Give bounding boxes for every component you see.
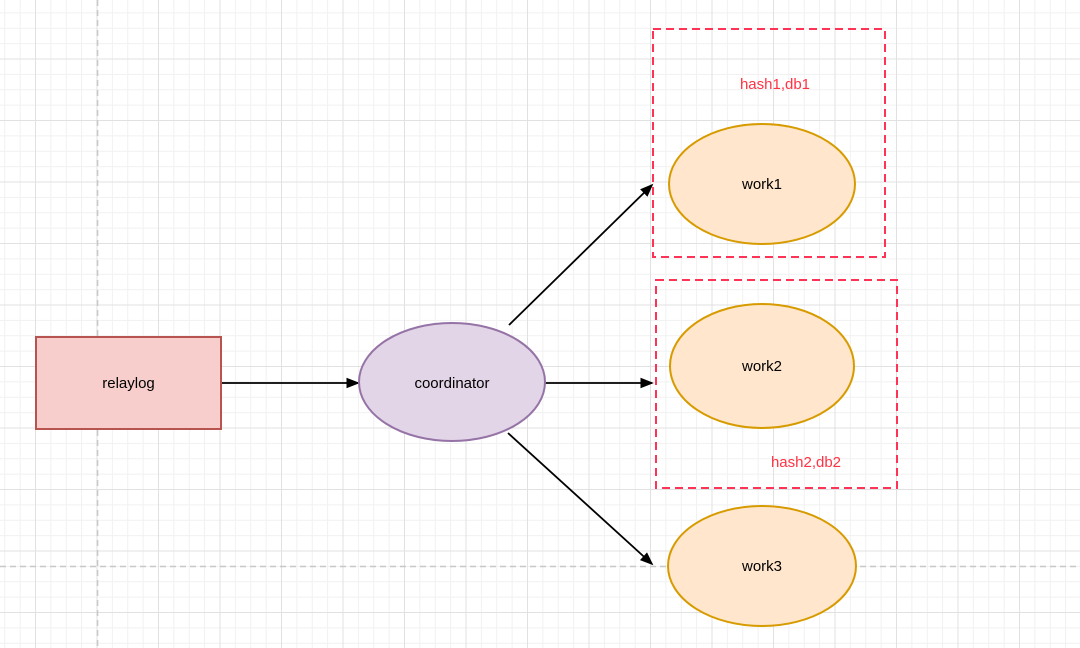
work3-node[interactable] (667, 505, 857, 627)
partition-group-1-box[interactable] (652, 28, 886, 258)
partition-group-2-box[interactable] (655, 279, 898, 489)
coordinator-node[interactable] (358, 322, 546, 442)
relaylog-label: relaylog (102, 375, 155, 392)
work2-node[interactable] (669, 303, 855, 429)
work2-label: work2 (741, 358, 782, 375)
partition-group-1-label: hash1,db1 (740, 76, 810, 93)
work1-node[interactable] (668, 123, 856, 245)
coordinator-label: coordinator (414, 375, 489, 392)
edge-coordinator-to-work3[interactable] (507, 432, 654, 566)
work3-label: work3 (741, 558, 782, 575)
relaylog-node[interactable] (35, 336, 222, 430)
edge-coordinator-to-work1[interactable] (508, 183, 654, 326)
partition-group-2-label: hash2,db2 (771, 454, 841, 471)
work1-label: work1 (741, 176, 782, 193)
